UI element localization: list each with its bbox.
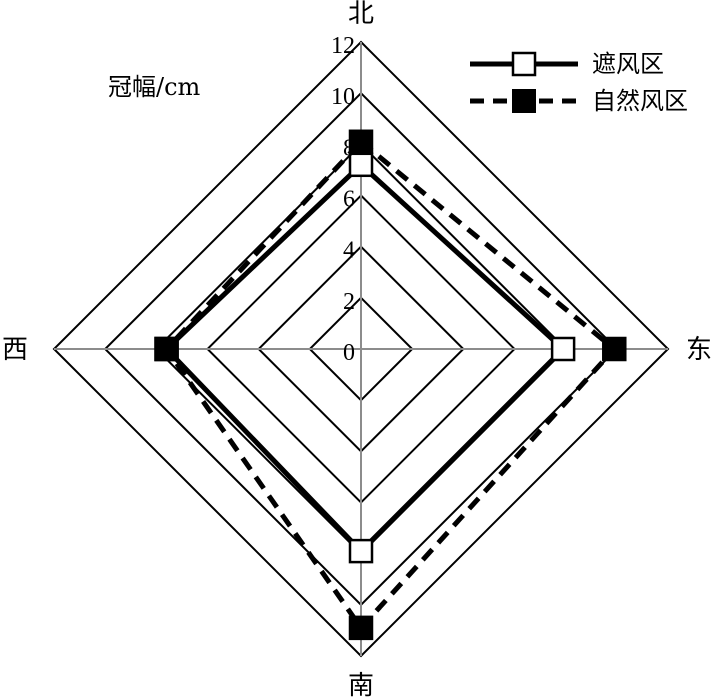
tick-label: 0	[343, 340, 355, 366]
legend-marker-sheltered	[511, 51, 537, 77]
direction-label: 南	[348, 671, 374, 699]
data-point-marker	[550, 336, 576, 362]
direction-label: 北	[348, 0, 374, 29]
legend-marker-natural	[512, 89, 536, 113]
legend-label-natural: 自然风区	[592, 87, 688, 115]
tick-label: 6	[343, 187, 355, 213]
tick-label: 2	[343, 289, 355, 315]
direction-label: 西	[2, 335, 28, 365]
tick-label: 4	[343, 238, 355, 264]
data-point-marker	[154, 336, 179, 362]
series-layer	[154, 129, 627, 641]
tick-label: 12	[331, 33, 355, 59]
data-point-marker	[348, 129, 374, 155]
tick-label: 10	[331, 84, 355, 110]
legend-label-sheltered: 遮风区	[592, 50, 664, 78]
direction-label: 东	[686, 335, 712, 365]
data-point-marker	[348, 538, 374, 564]
data-point-marker	[348, 615, 374, 641]
data-point-marker	[602, 336, 627, 362]
data-point-marker	[348, 152, 374, 178]
series-line-1	[163, 138, 618, 632]
series-line-0	[163, 161, 567, 555]
legend: 遮风区 自然风区	[470, 50, 688, 115]
unit-label: 冠幅/cm	[108, 73, 201, 101]
